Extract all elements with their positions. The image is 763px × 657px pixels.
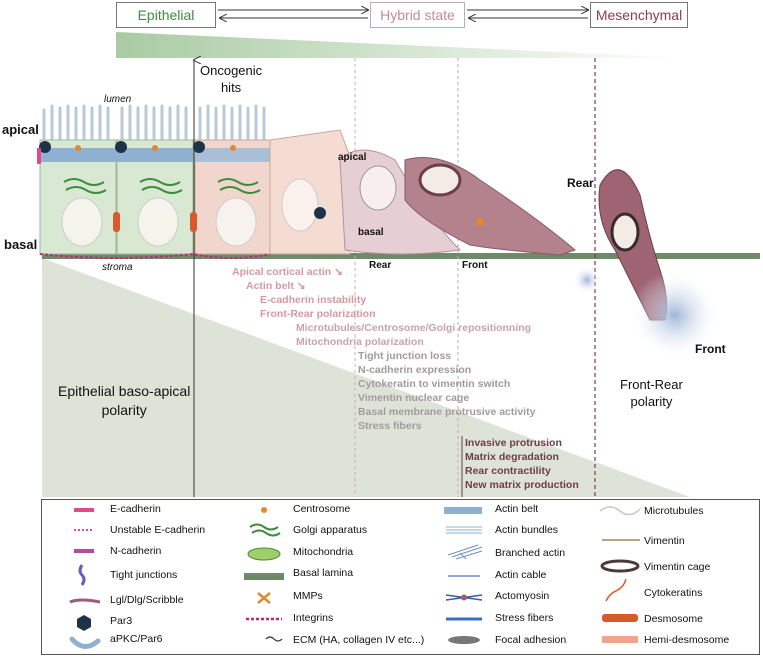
step-item: Stress fibers <box>358 420 422 432</box>
legend-col3-icons <box>444 507 483 644</box>
legend-item: Integrins <box>293 612 334 624</box>
apical-label: apical <box>2 122 39 137</box>
actomyosin-icon <box>445 594 483 601</box>
legend-col4-icons <box>599 506 641 643</box>
legend-item: Vimentin <box>644 535 685 547</box>
step-item: E-cadherin instability <box>260 294 367 306</box>
legend <box>41 499 760 655</box>
legend-item: Centrosome <box>293 503 351 515</box>
rear-mid-label: Rear <box>369 260 392 271</box>
mesenchymal-cell <box>573 169 720 360</box>
step-item: Tight junction loss <box>358 350 452 362</box>
mmps-icon <box>257 592 271 604</box>
apical-mid-label: apical <box>338 152 367 163</box>
step-item: Cytokeratin to vimentin switch <box>358 378 511 390</box>
legend-item: Actomyosin <box>495 590 550 602</box>
legend-item: MMPs <box>293 590 323 602</box>
stage-mesenchymal: Mesenchymal <box>590 2 688 28</box>
desmosome-icon <box>602 614 638 622</box>
oncogenic-hits-label: Oncogenic hits <box>200 63 263 95</box>
basal-lamina-icon <box>244 573 284 580</box>
mitochondria-icon <box>247 547 281 561</box>
tight-junction-icon <box>78 564 86 586</box>
rear-right-label: Rear <box>567 176 594 190</box>
step-item: Actin belt ↘ <box>246 280 306 292</box>
apkc-par6-icon <box>69 636 101 649</box>
stage-mesenchymal-label: Mesenchymal <box>595 7 683 23</box>
par3-icon <box>77 615 91 631</box>
step-item: Microtubules/Centrosome/Golgi reposition… <box>296 322 532 334</box>
microtubules-icon <box>599 506 641 516</box>
legend-item: Branched actin <box>495 547 566 559</box>
legend-item: Microtubules <box>644 505 704 517</box>
legend-item: Desmosome <box>644 613 703 625</box>
basal-mid-label: basal <box>358 227 384 238</box>
legend-item: Actin bundles <box>495 524 559 536</box>
cytokeratins-icon <box>605 578 627 602</box>
step-item: Front-Rear polarization <box>260 308 376 320</box>
step-item: Basal membrane protrusive activity <box>358 406 536 418</box>
step-item: Matrix degradation <box>465 451 559 463</box>
lgl-dlg-scribble-icon <box>69 598 101 604</box>
step-item: N-cadherin expression <box>358 364 472 376</box>
legend-item: Basal lamina <box>293 567 354 579</box>
lumen-label: lumen <box>104 94 132 105</box>
epithelial-cells <box>37 104 272 259</box>
vimentin-cage-icon <box>600 559 640 573</box>
actin-bundles-icon <box>446 526 482 534</box>
step-item: Mitochondria polarization <box>296 336 424 348</box>
hemi-desmosome-icon <box>602 636 638 643</box>
stage-arrows <box>218 10 588 18</box>
legend-item: E-cadherin <box>110 503 161 515</box>
legend-col1-icons <box>69 508 101 649</box>
stage-hybrid: Hybrid state <box>370 2 465 28</box>
gradient-wedge <box>116 32 690 58</box>
ecm-icon <box>265 636 283 642</box>
hybrid-cells <box>269 129 576 256</box>
stage-epithelial-label: Epithelial <box>137 7 195 23</box>
legend-item: Focal adhesion <box>495 634 567 646</box>
legend-item: Hemi-desmosome <box>644 634 730 646</box>
e-cadherin-icon <box>74 508 94 512</box>
legend-item: Vimentin cage <box>644 561 711 573</box>
legend-item: Tight junctions <box>110 569 178 581</box>
front-mid-label: Front <box>462 260 488 271</box>
epithelial-polarity-label: Epithelial baso-apical polarity <box>58 383 191 418</box>
legend-item: Cytokeratins <box>644 587 703 599</box>
branched-actin-icon <box>447 544 483 560</box>
basal-lamina <box>42 253 760 259</box>
basal-label: basal <box>4 237 38 252</box>
legend-item: Golgi apparatus <box>293 524 368 536</box>
centrosome-icon <box>261 507 267 513</box>
step-item: New matrix production <box>465 479 579 491</box>
polarity-triangle <box>42 258 690 497</box>
legend-item: Mitochondria <box>293 546 354 558</box>
stroma-label: stroma <box>102 262 133 273</box>
stage-epithelial: Epithelial <box>116 2 216 28</box>
actin-belt-icon <box>444 507 482 514</box>
focal-adhesion-icon <box>448 636 480 644</box>
front-right-label: Front <box>695 342 726 356</box>
legend-col2-icons <box>244 507 284 642</box>
emt-scene <box>37 0 760 497</box>
legend-item: aPKC/Par6 <box>110 633 163 645</box>
n-cadherin-icon <box>74 549 94 553</box>
legend-item: Actin belt <box>495 503 539 515</box>
front-rear-polarity-label: Front-Rear polarity <box>620 377 683 409</box>
legend-item: ECM (HA, collagen IV etc...) <box>293 634 425 646</box>
legend-item: Actin cable <box>495 569 547 581</box>
step-item: Rear contractility <box>465 465 551 477</box>
legend-item: Par3 <box>110 615 133 627</box>
step-item: Apical cortical actin ↘ <box>232 266 343 278</box>
legend-item: Unstable E-cadherin <box>110 524 206 536</box>
legend-item: N-cadherin <box>110 545 162 557</box>
step-item: Vimentin nuclear cage <box>358 392 470 404</box>
stage-hybrid-label: Hybrid state <box>380 7 455 23</box>
legend-item: Lgl/Dlg/Scribble <box>110 594 184 606</box>
golgi-icon <box>249 523 281 537</box>
legend-item: Stress fibers <box>495 612 554 624</box>
step-item: Invasive protrusion <box>465 437 562 449</box>
